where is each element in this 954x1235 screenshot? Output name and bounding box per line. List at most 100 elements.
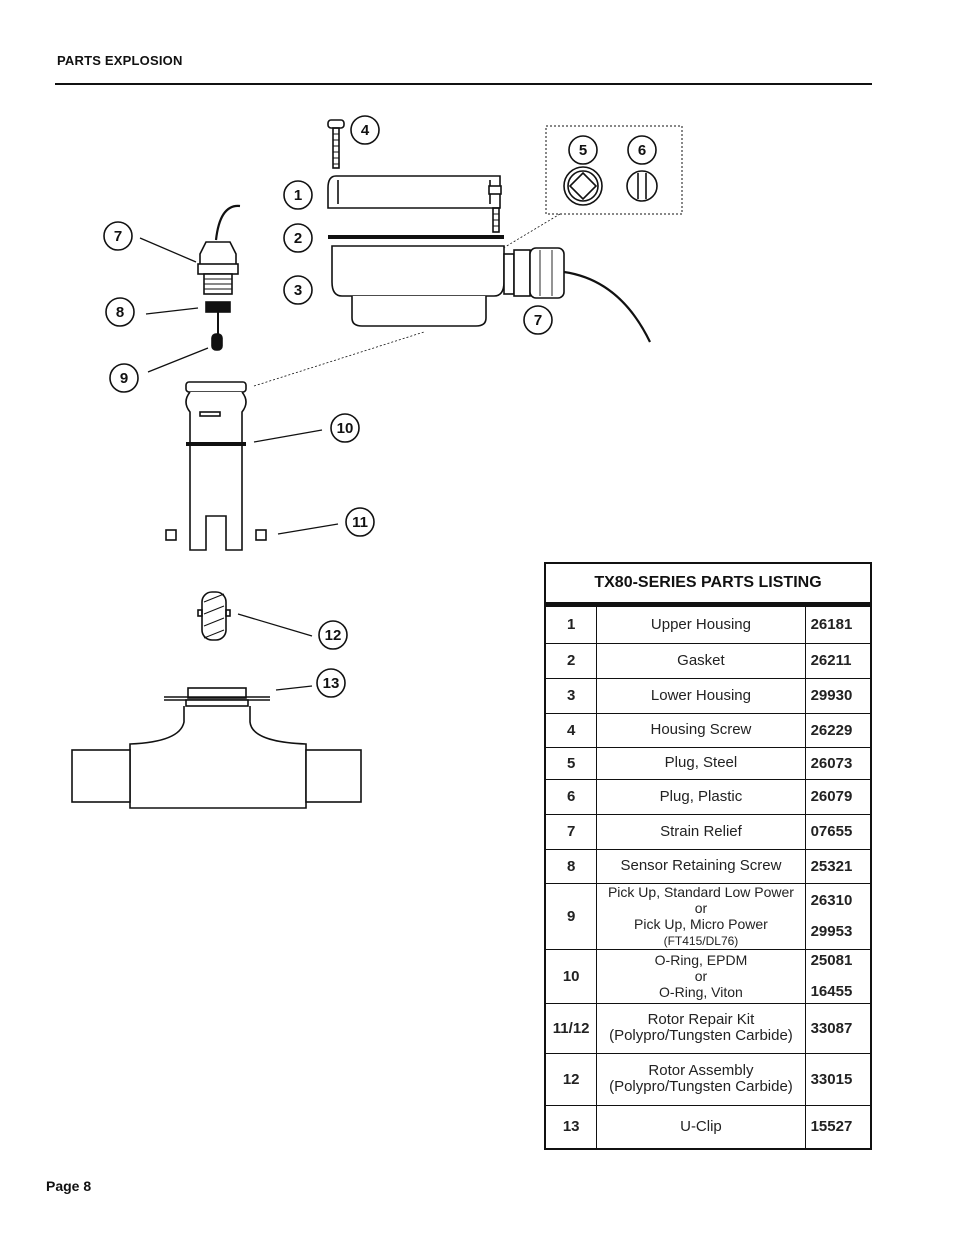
- callout-1-label: 1: [294, 187, 302, 204]
- part-catalog-number-value: 15527: [810, 1118, 853, 1136]
- part-catalog-number: 33087: [804, 1002, 872, 1054]
- part-number-index: 4: [544, 712, 598, 748]
- callout-13: 13: [316, 668, 346, 698]
- part-description-line: O-Ring, Viton: [600, 984, 801, 1000]
- part-number-index: 2: [544, 642, 598, 679]
- part-description-line: or: [600, 968, 801, 984]
- callout-8: 8: [105, 297, 135, 327]
- part-catalog-number: 25081 16455: [804, 948, 872, 1004]
- part-description: Housing Screw: [596, 712, 806, 748]
- part-description-line: Gasket: [600, 652, 801, 669]
- part-description-text: Rotor Assembly: [648, 1062, 754, 1079]
- part-number-index: 5: [544, 746, 598, 780]
- part-catalog-gap: [811, 909, 867, 923]
- part-catalog-number-value: 29953: [810, 923, 853, 940]
- part-description-text: Pick Up, Standard Low Power: [607, 883, 794, 900]
- part-catalog-number-value: 33015: [810, 1070, 853, 1088]
- header-rule: [55, 83, 872, 85]
- part-number-index: 13: [544, 1104, 598, 1150]
- parts-row: 11/12 Rotor Repair Kit(Polypro/Tungsten C…: [544, 1002, 872, 1054]
- callout-2-label: 2: [294, 230, 302, 247]
- part-description-text: Rotor Repair Kit: [647, 1011, 755, 1028]
- callout-10-label: 10: [337, 420, 354, 437]
- part-description-line: Plug, Plastic: [600, 788, 801, 805]
- page-number: Page 8: [46, 1178, 92, 1194]
- callout-7-right: 7: [523, 305, 553, 335]
- part-description-line: Rotor Assembly: [600, 1063, 801, 1079]
- upper-housing: [327, 175, 502, 233]
- sensor-body: [165, 381, 267, 551]
- parts-row: 3 Lower Housing 29930: [544, 677, 872, 714]
- part-description-line: Sensor Retaining Screw: [600, 858, 801, 874]
- part-description-line: Upper Housing: [600, 616, 801, 633]
- part-catalog-number-value: 26310: [810, 892, 853, 909]
- part-catalog-number: 15527: [804, 1104, 872, 1150]
- part-description-line: Lower Housing: [600, 686, 801, 704]
- callout-1: 1: [283, 180, 313, 210]
- part-description-text: O-Ring, Viton: [659, 984, 743, 1000]
- callout-5-label: 5: [579, 142, 587, 159]
- part-catalog-number-value: 26229: [810, 721, 853, 739]
- strain-relief-right: [503, 247, 651, 343]
- plug-steel: [563, 166, 603, 206]
- part-description: Rotor Assembly(Polypro/Tungsten Carbide): [596, 1052, 806, 1106]
- callout-8-label: 8: [116, 304, 124, 321]
- callout-13-label: 13: [323, 675, 340, 692]
- part-description: Upper Housing: [596, 605, 806, 644]
- part-catalog-number-value: 25081: [810, 952, 853, 969]
- part-catalog-number-value: 16455: [810, 983, 853, 1000]
- part-catalog-number-value: 26073: [810, 754, 853, 772]
- part-description-line: Plug, Steel: [600, 755, 801, 771]
- part-number-index: 11/12: [544, 1002, 598, 1054]
- part-description-line: (Polypro/Tungsten Carbide): [600, 1028, 801, 1044]
- part-description-line: Pick Up, Micro Power (FT415/DL76): [600, 916, 801, 949]
- dotted-leaders: [253, 213, 561, 387]
- part-description: Gasket: [596, 642, 806, 679]
- callout-11: 11: [345, 507, 375, 537]
- part-number-index: 8: [544, 848, 598, 884]
- part-description-text: O-Ring, EPDM: [654, 952, 748, 968]
- callout-7-right-label: 7: [534, 312, 542, 329]
- part-catalog-number: 25321: [804, 848, 872, 884]
- part-catalog-number: 26310 29953: [804, 882, 872, 950]
- plug-box: [545, 125, 683, 215]
- part-catalog-number: 26079: [804, 778, 872, 815]
- part-number-index: 3: [544, 677, 598, 714]
- parts-listing-title: TX80-SERIES PARTS LISTING: [544, 562, 872, 605]
- section-title: PARTS EXPLOSION: [57, 53, 183, 68]
- part-description: U-Clip: [596, 1104, 806, 1150]
- part-description-line: Housing Screw: [600, 722, 801, 738]
- callout-4-label: 4: [361, 122, 370, 139]
- sensor-retaining-screw: [205, 301, 231, 313]
- part-catalog-number: 26181: [804, 605, 872, 644]
- part-description-line: Pick Up, Standard Low Power: [600, 884, 801, 900]
- part-catalog-number: 29930: [804, 677, 872, 714]
- part-description: Strain Relief: [596, 813, 806, 850]
- part-description-line: Rotor Repair Kit: [600, 1012, 801, 1028]
- callout-5: 5: [568, 135, 598, 165]
- part-description-text: Pick Up, Micro Power: [634, 915, 768, 932]
- callout-3: 3: [283, 275, 313, 305]
- part-description-text: Lower Housing: [650, 686, 751, 704]
- callout-6-label: 6: [638, 142, 646, 159]
- part-catalog-number-value: 26211: [810, 652, 852, 669]
- part-catalog-number-value: 33087: [810, 1019, 853, 1037]
- callout-markers: 1 2 3 4 5 6 7 7 8 9 10 11 12 13: [103, 115, 657, 698]
- rotor: [197, 591, 231, 641]
- part-description-line: U-Clip: [600, 1118, 801, 1135]
- housing-screw: [327, 119, 345, 169]
- callout-7-left: 7: [103, 221, 133, 251]
- part-description-text: Strain Relief: [660, 822, 742, 840]
